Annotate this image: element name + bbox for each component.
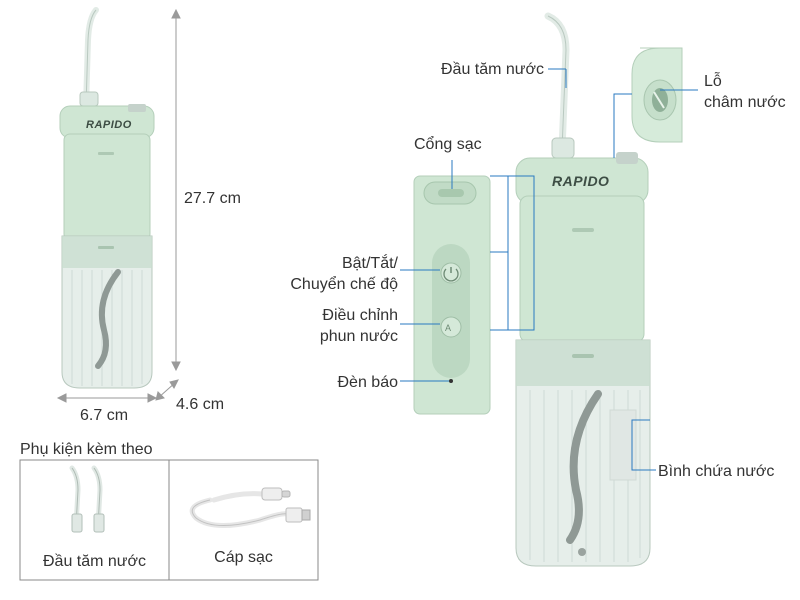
callout-nozzle-hole-line2: châm nước	[704, 94, 786, 111]
callout-nozzle-hole-line1: Lỗ	[704, 73, 722, 90]
callout-indicator: Đèn báo	[337, 374, 399, 391]
nozzle-hole-detail	[631, 47, 683, 143]
callout-charging-port: Cổng sạc	[414, 136, 482, 153]
width-dimension-label: 6.7 cm	[80, 407, 129, 424]
accessories-box	[19, 459, 319, 581]
control-panel: A	[413, 175, 491, 415]
callout-lines	[400, 68, 698, 471]
accessories-title: Phụ kiện kèm theo	[20, 441, 153, 458]
callout-nozzle: Đầu tăm nước	[440, 61, 544, 78]
accessory-label-nozzle: Đầu tăm nước	[42, 553, 146, 570]
dimension-lines	[56, 8, 181, 403]
svg-text:A: A	[445, 323, 451, 333]
usb-cable-icon	[189, 487, 311, 529]
height-dimension-label: 27.7 cm	[184, 190, 241, 207]
callout-tank: Bình chứa nước	[658, 463, 775, 480]
brand-logo-left: RAPIDO	[86, 119, 132, 131]
accessory-label-cable: Cáp sạc	[214, 549, 273, 566]
device-right: RAPIDO	[515, 12, 651, 567]
brand-logo-right: RAPIDO	[552, 173, 609, 189]
device-left: RAPIDO	[59, 7, 155, 389]
depth-dimension-label: 4.6 cm	[176, 396, 225, 413]
callout-power-line2: Chuyển chế độ	[290, 276, 398, 293]
callout-power-line1: Bật/Tắt/	[341, 255, 398, 272]
nozzle-tips-icon	[69, 465, 105, 533]
callout-adjust-line2: phun nước	[319, 328, 398, 345]
callout-adjust-line1: Điều chỉnh	[322, 307, 398, 324]
